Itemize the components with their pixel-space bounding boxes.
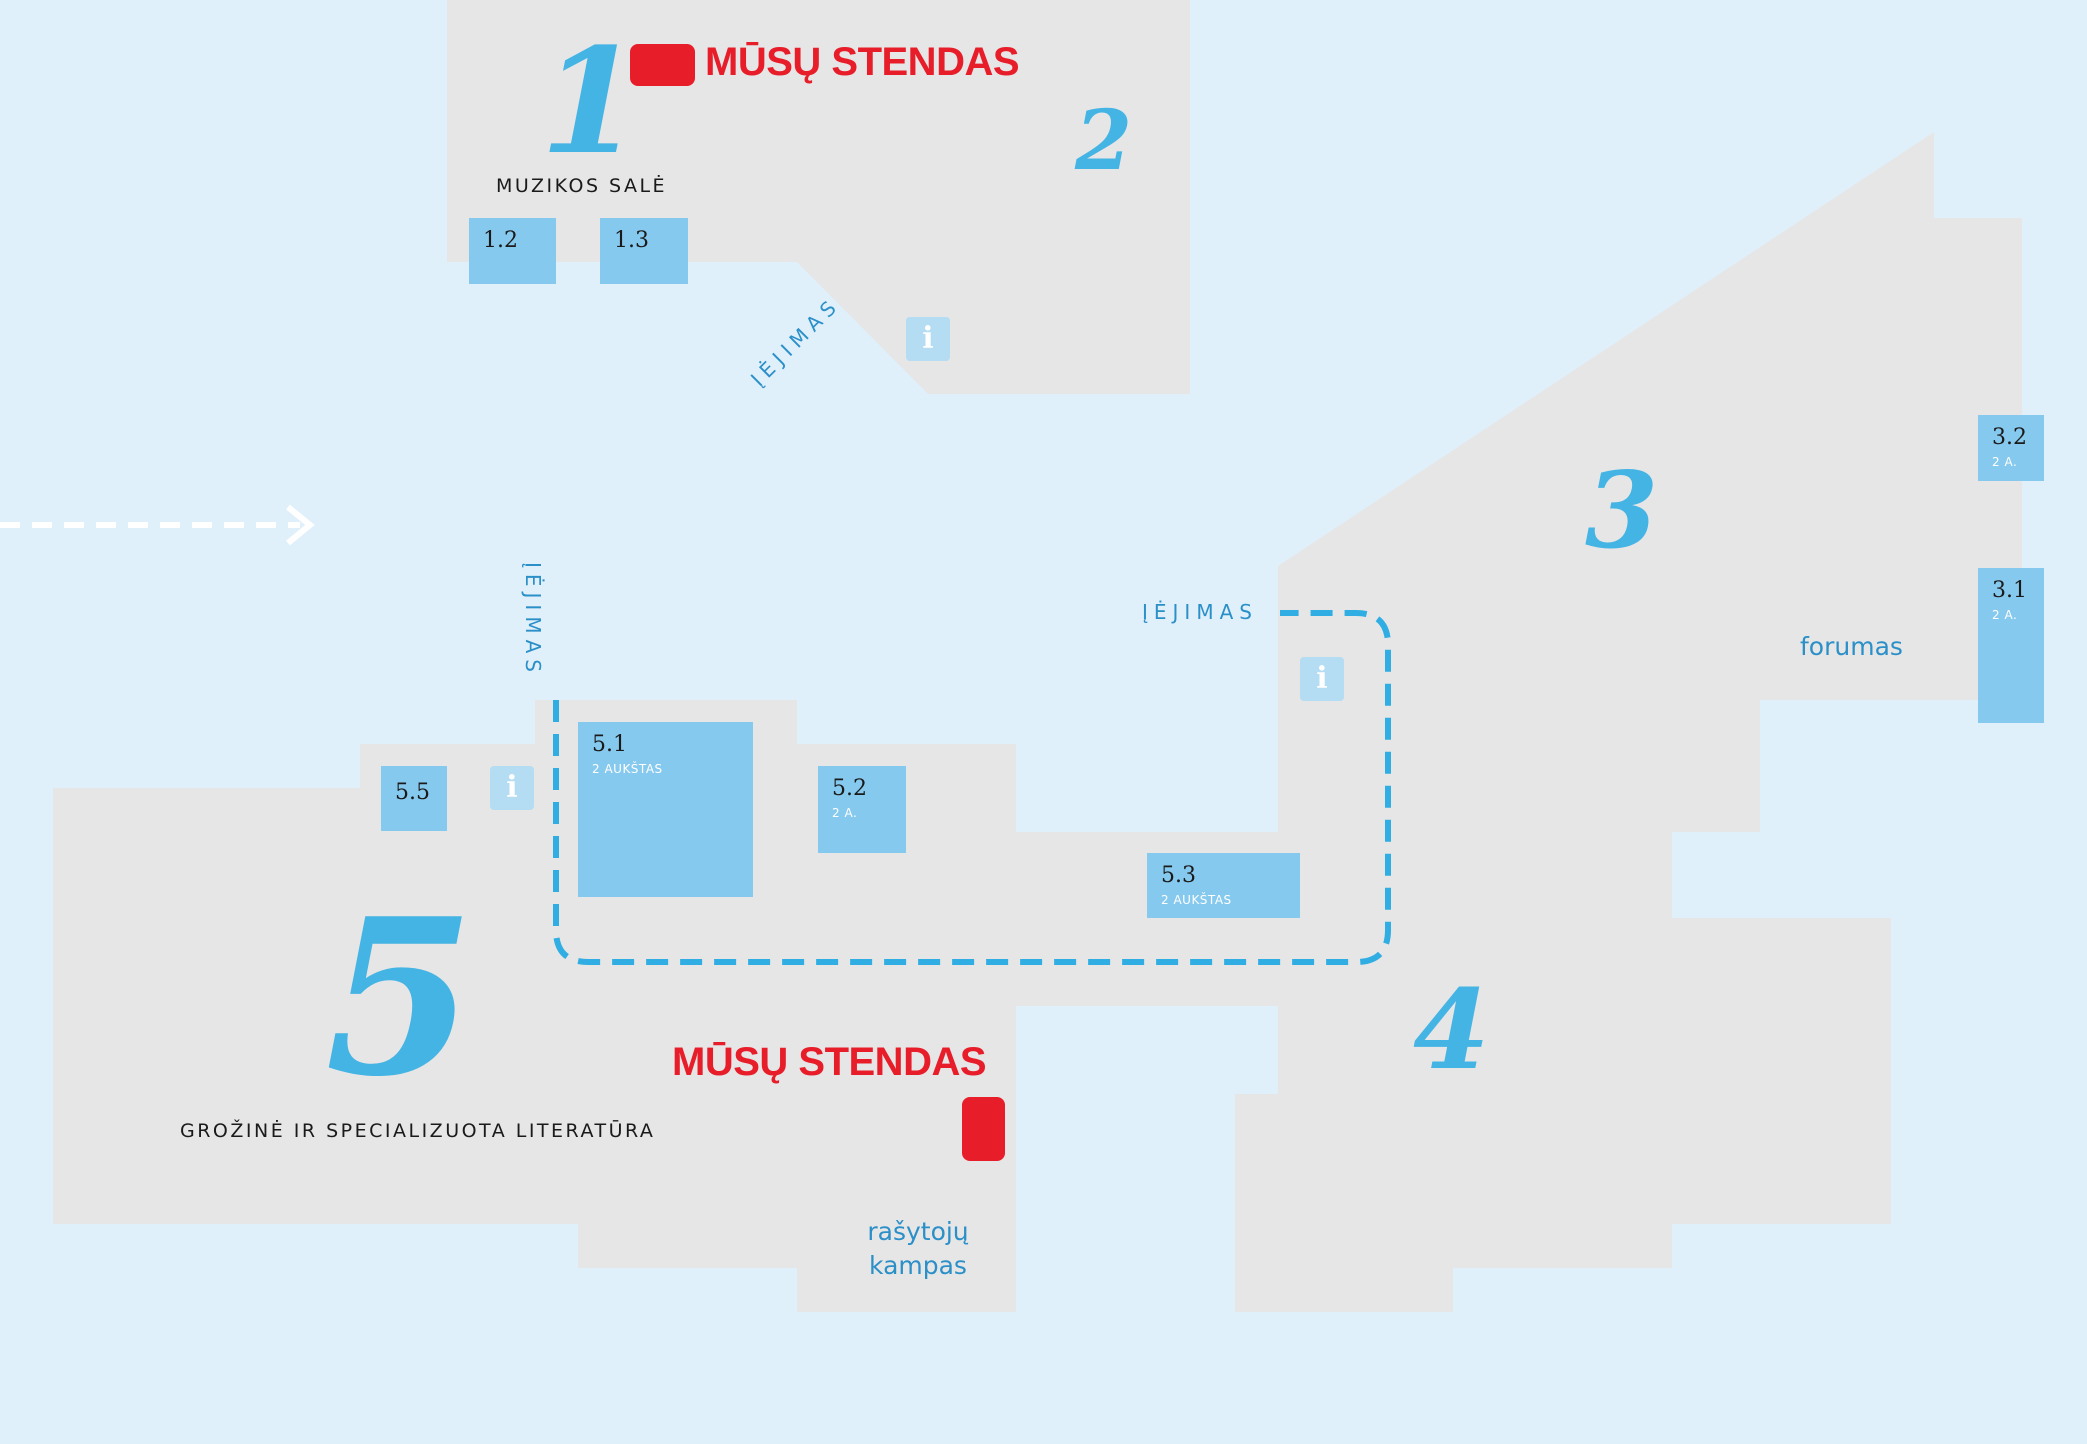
stand-3-2[interactable]: 3.2 2 A.: [1978, 415, 2044, 481]
stand-floor: 2 A.: [1992, 455, 2018, 469]
stand-5-3[interactable]: 5.3 2 AUKŠTAS: [1147, 853, 1300, 918]
stand-code: 3.1: [1992, 578, 2027, 603]
hall-4-number: 4: [1413, 965, 1490, 1094]
hall-1-2-floor: [447, 0, 1190, 394]
stand-code: 5.1: [592, 732, 627, 757]
stand-code: 1.3: [614, 228, 649, 253]
our-stand-marker-hall-5[interactable]: [962, 1097, 1005, 1161]
our-stand-label-hall-5: MŪSŲ STENDAS: [672, 1040, 987, 1084]
hall-2-number: 2: [1075, 93, 1133, 189]
info-icon[interactable]: i: [906, 317, 950, 361]
hall-5-number: 5: [325, 871, 475, 1124]
our-stand-label-hall-1: MŪSŲ STENDAS: [705, 40, 1020, 84]
stand-floor: 2 AUKŠTAS: [1161, 893, 1232, 907]
stand-5-5[interactable]: 5.5: [381, 766, 447, 831]
writers-corner-line-1: rašytojų: [867, 1217, 969, 1246]
hall-1-label: MUZIKOS SALĖ: [496, 175, 668, 197]
entrance-label-right: ĮĖJIMAS: [1142, 600, 1258, 624]
writers-corner-label: rašytojų kampas: [838, 1215, 998, 1283]
stand-code: 5.3: [1161, 863, 1196, 888]
stand-floor: 2 A.: [1992, 608, 2018, 622]
hall-1-number: 1: [540, 17, 641, 187]
approach-arrow-head: [286, 504, 315, 546]
stand-floor: 2 AUKŠTAS: [592, 762, 663, 776]
our-stand-marker-hall-1[interactable]: [630, 44, 695, 86]
stand-3-1[interactable]: 3.1 2 A.: [1978, 568, 2044, 723]
stand-code: 3.2: [1992, 425, 2027, 450]
info-icon[interactable]: i: [1300, 657, 1344, 701]
entrance-label-left: ĮĖJIMAS: [521, 562, 545, 678]
hall-5-label: GROŽINĖ IR SPECIALIZUOTA LITERATŪRA: [180, 1120, 656, 1142]
stand-1-3[interactable]: 1.3: [600, 218, 688, 284]
hall-5-floor: [53, 700, 1016, 1312]
writers-corner-line-2: kampas: [869, 1250, 967, 1280]
info-icon[interactable]: i: [490, 766, 534, 810]
forum-area-label: forumas: [1800, 632, 1903, 661]
stand-5-2[interactable]: 5.2 2 A.: [818, 766, 906, 853]
stand-5-1[interactable]: 5.1 2 AUKŠTAS: [578, 722, 753, 897]
entrance-route: [553, 610, 1391, 965]
stand-code: 5.2: [832, 776, 867, 801]
stand-floor: 2 A.: [832, 806, 858, 820]
stand-1-2[interactable]: 1.2: [469, 218, 556, 284]
stand-code: 5.5: [395, 780, 430, 805]
hall-3-number: 3: [1585, 448, 1659, 572]
stand-code: 1.2: [483, 228, 518, 253]
hall-3-4-floor: [1235, 132, 2022, 1312]
